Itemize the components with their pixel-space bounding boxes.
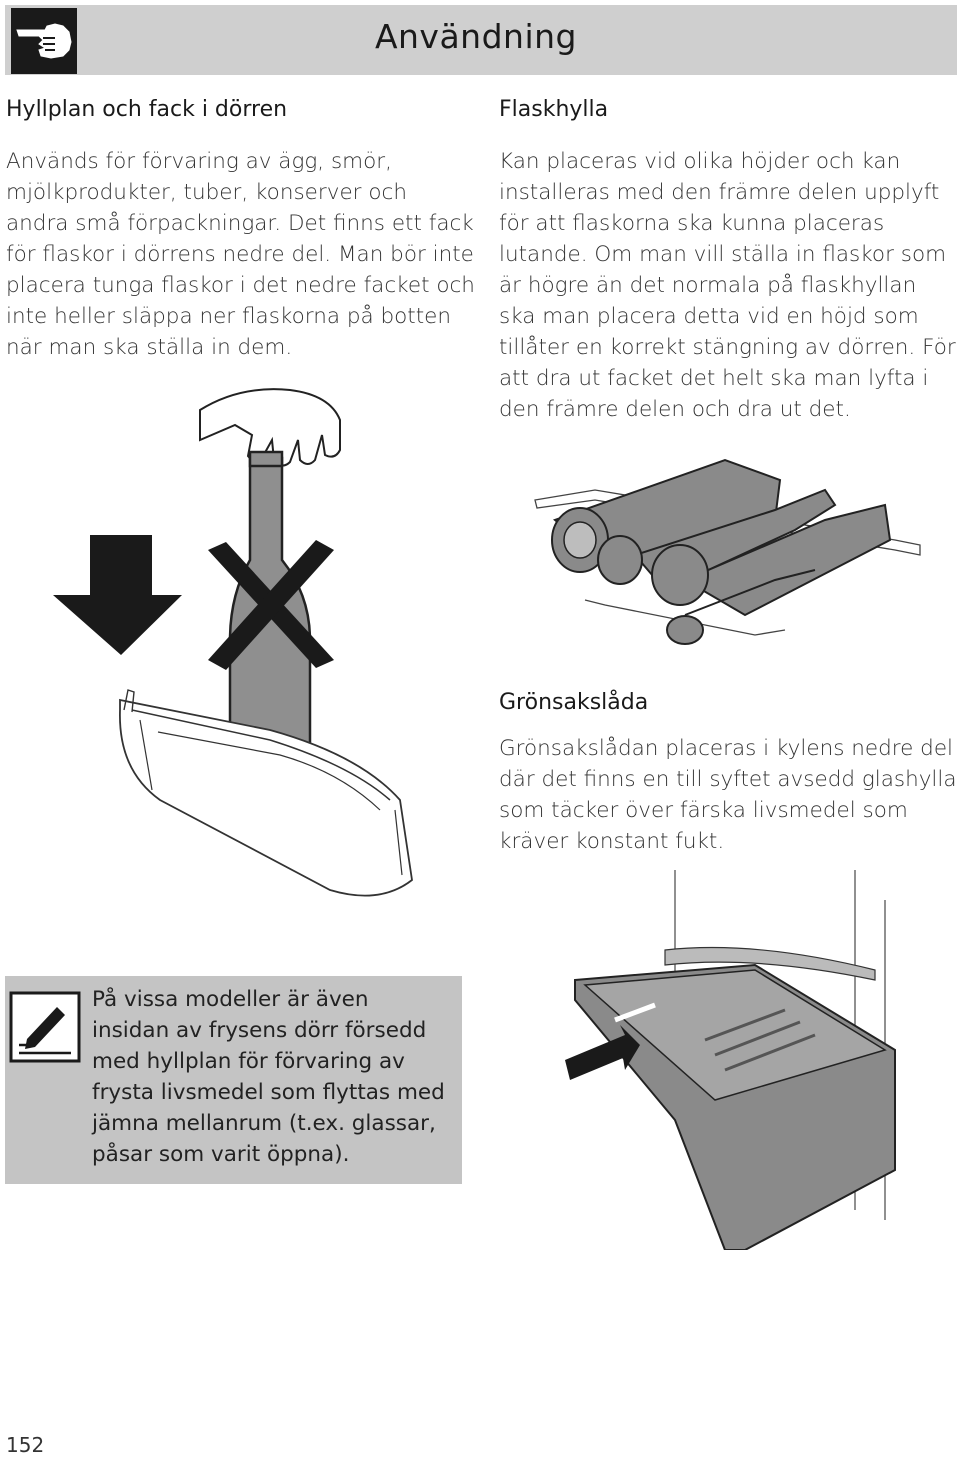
info-note-text: På vissa modeller är även insidan av fry… — [92, 987, 445, 1167]
bottle-rack-illustration — [534, 458, 921, 645]
section-heading-bottle-rack: Flaskhylla — [499, 97, 609, 122]
info-note: På vissa modeller är även insidan av fry… — [5, 976, 462, 1184]
pencil-note-icon — [9, 991, 81, 1063]
section-body-door-shelves: Används för förvaring av ägg, smör, mjöl… — [6, 149, 475, 360]
section-heading-door-shelves: Hyllplan och fack i dörren — [6, 97, 288, 122]
section-heading-vegetable-drawer: Grönsakslåda — [499, 690, 649, 715]
vegetable-drawer-illustration — [565, 870, 896, 1250]
page-title: Användning — [374, 17, 577, 56]
section-body-bottle-rack: Kan placeras vid olika höjder och kan in… — [499, 149, 956, 422]
section-body-vegetable-drawer: Grönsakslådan placeras i kylens nedre de… — [499, 736, 957, 854]
page-header: Användning — [5, 5, 957, 75]
pointing-hand-icon — [11, 8, 77, 74]
bottle-drop-illustration — [53, 388, 413, 897]
page-number: 152 — [6, 1433, 45, 1457]
